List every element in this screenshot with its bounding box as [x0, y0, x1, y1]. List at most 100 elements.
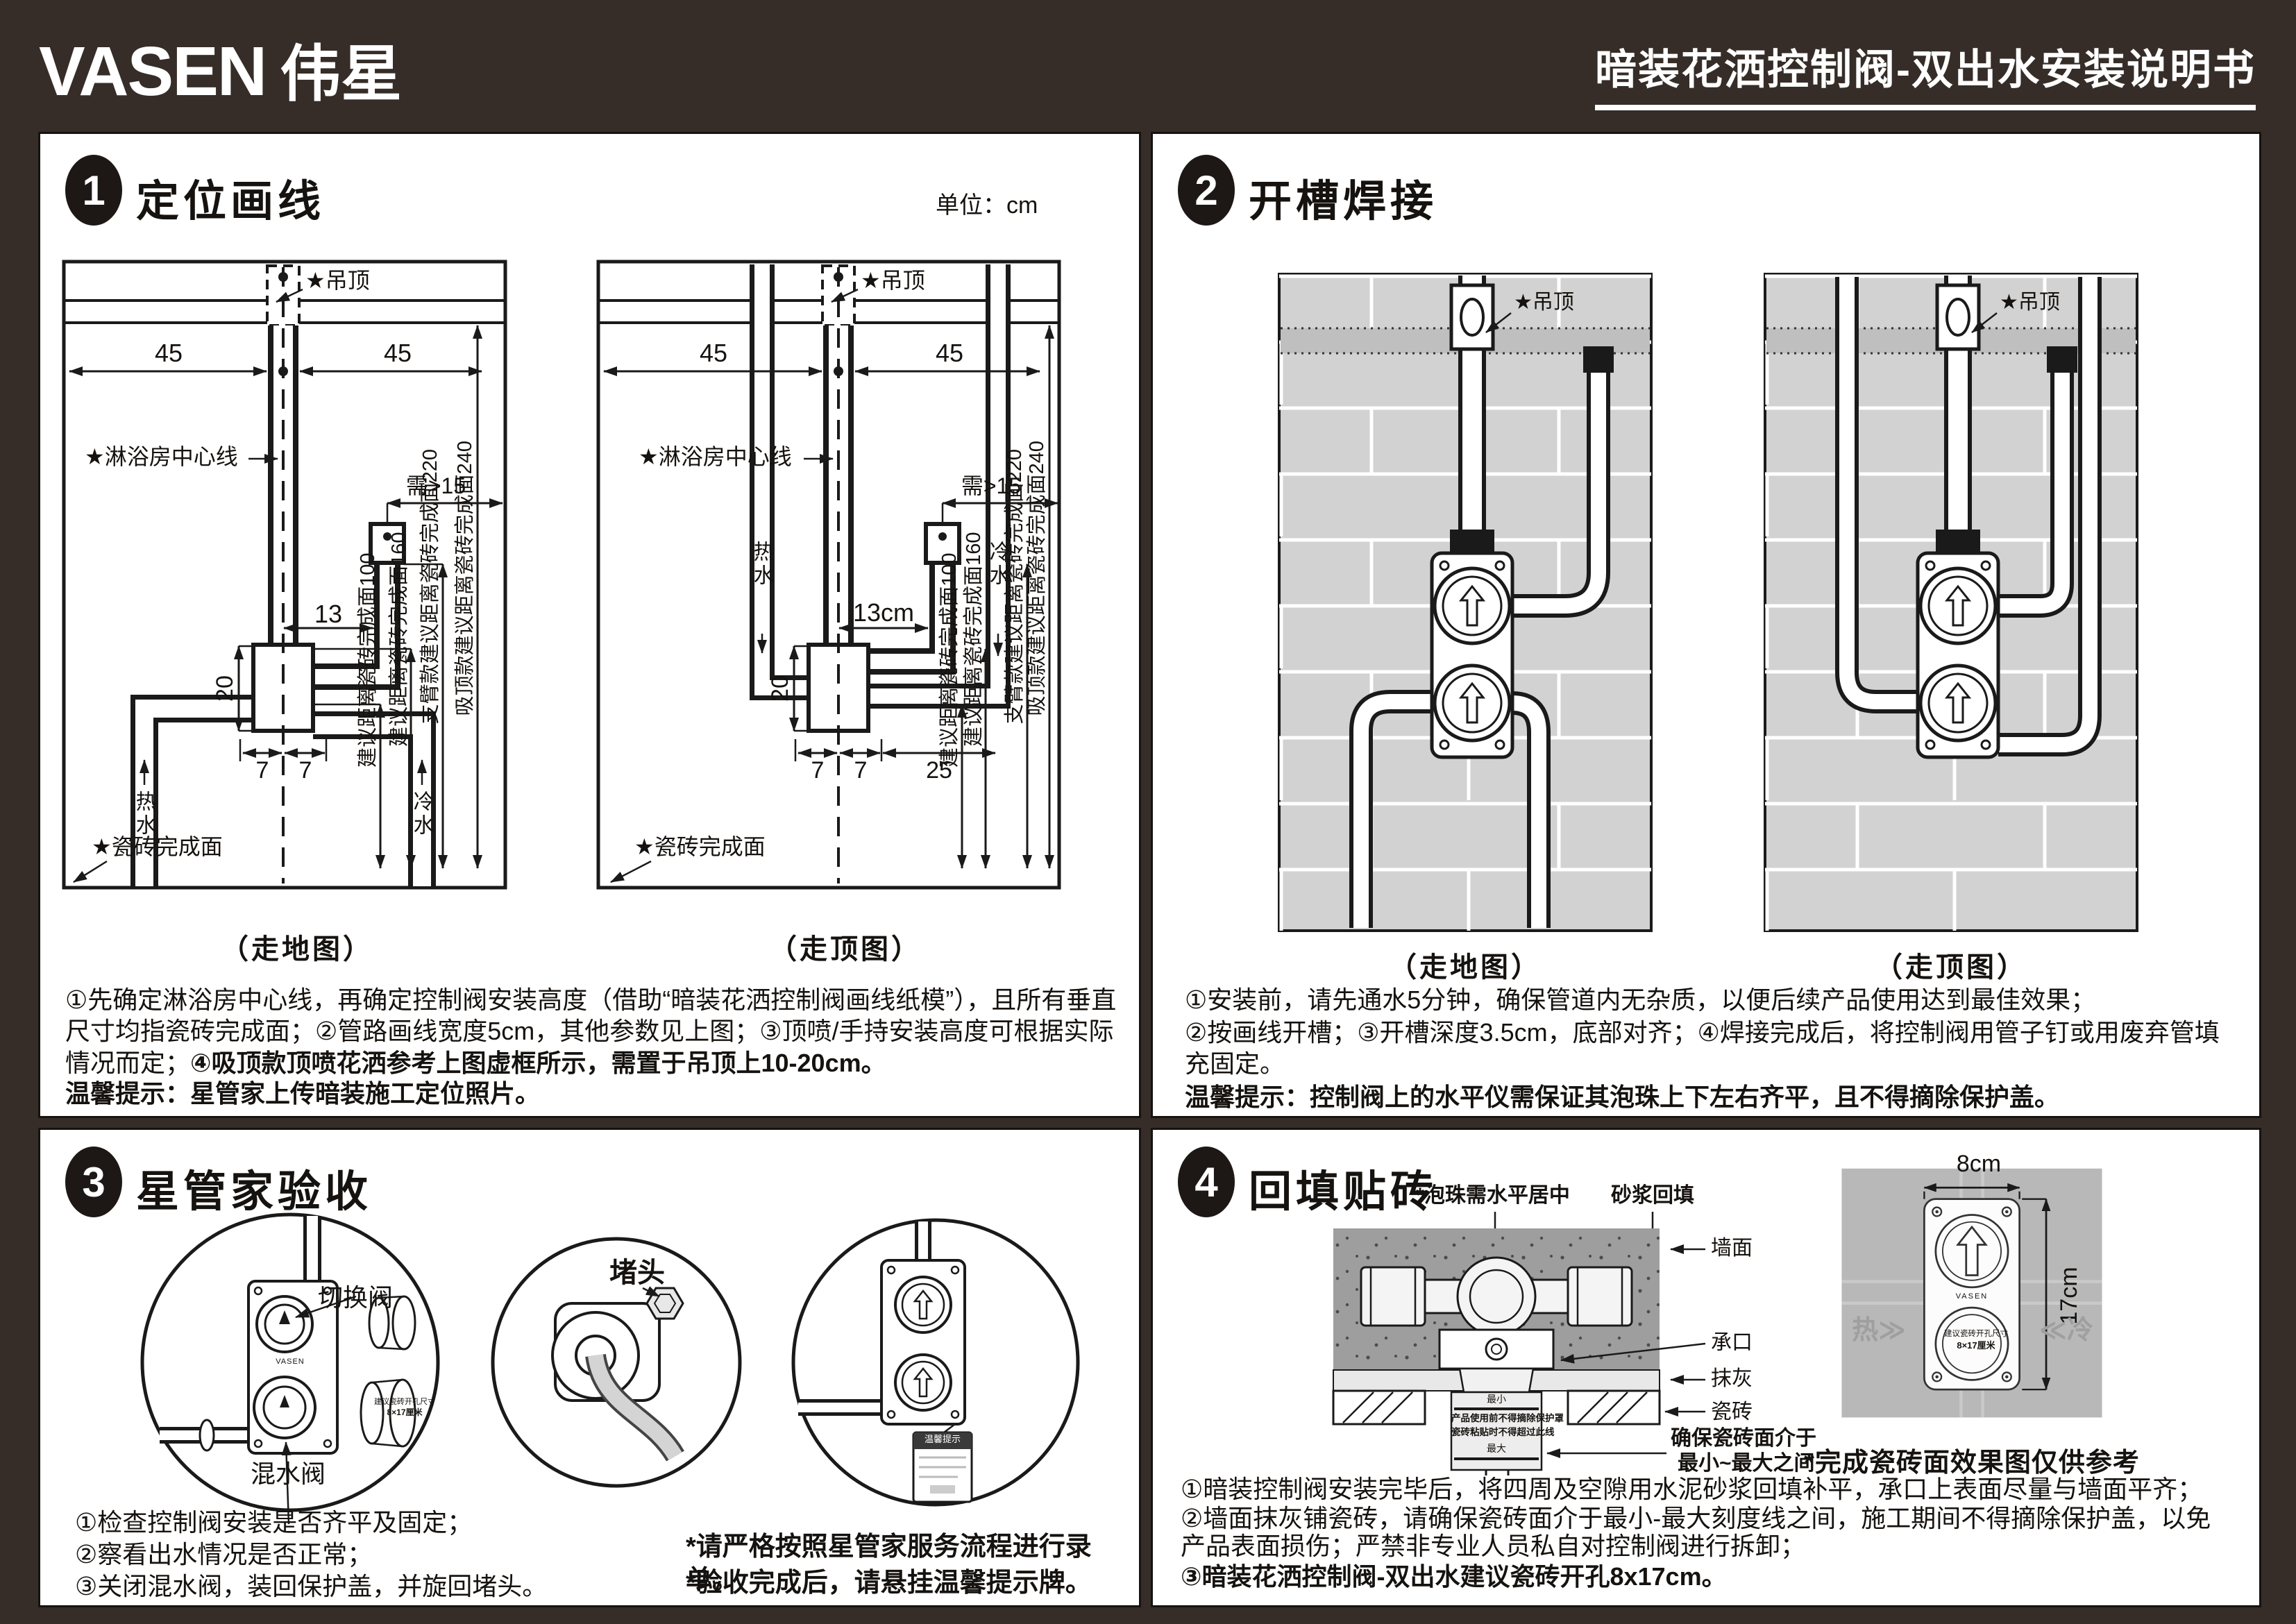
vdim-160-label: 建议距离瓷砖完成面160 — [387, 532, 410, 747]
tile-surface-label: ★瓷砖完成面 — [634, 834, 766, 859]
mortar-fill-label: 砂浆回填 — [1611, 1184, 1694, 1207]
ensure-label-line1: 确保瓷砖面介于 — [1671, 1427, 1816, 1450]
hot-watermark: 热≫ — [1852, 1316, 1906, 1345]
switch-valve-label: 切换阀 — [318, 1283, 394, 1312]
wall-floor-drawing — [1278, 273, 1653, 932]
dim-20: 20 — [211, 675, 238, 702]
figure-cross-section: *泡珠需水平居中 砂浆回填 墙面 承口 抹灰 瓷砖 确保瓷砖面介于 最小~最大之… — [1285, 1184, 1826, 1475]
vdim-160-label: 建议距离瓷砖完成面160 — [962, 532, 985, 747]
wall-label: 墙面 — [1711, 1237, 1753, 1260]
shower-centerline-label: ★淋浴房中心线 — [639, 444, 792, 469]
step2-tip: 温馨提示：控制阀上的水平仪需保证其泡珠上下左右齐平，且不得摘除保护盖。 — [1185, 1083, 2060, 1111]
vdim-100-label: 建议距离瓷砖完成面100 — [938, 552, 961, 768]
dim-8cm: 8cm — [1956, 1151, 2002, 1177]
socket-label: 承口 — [1711, 1331, 1753, 1354]
step3-instr-2: ②察看出水情况是否正常； — [75, 1540, 373, 1568]
acceptance-illustrations: 切换阀 混水阀 VASEN 建议瓷砖开孔尺寸 8×17厘米 堵头 温馨提示 — [40, 1199, 1138, 1525]
unit-note: 单位：cm — [936, 192, 1038, 219]
tile-label: 瓷砖 — [1711, 1401, 1753, 1423]
step1-title: 定位画线 — [136, 178, 326, 226]
ensure-label-line2: 最小~最大之间 — [1678, 1452, 1815, 1475]
plaster-label: 抹灰 — [1711, 1367, 1753, 1390]
mix-valve-label: 混水阀 — [250, 1460, 326, 1488]
wallD-caption: （走顶图） — [1875, 952, 2027, 983]
step3-note-2: *验收完成后，请悬挂温馨提示牌。 — [686, 1568, 1092, 1598]
panel-step4-tiling: 4 回填贴砖 — [1151, 1128, 2261, 1607]
dim-need15: 需>15 — [405, 473, 466, 498]
step3-note-1: *请严格按照星管家服务流程进行录单。 — [686, 1532, 1092, 1595]
figure-wall-ceiling-routing: ★吊顶 — [1764, 273, 2138, 932]
cover-warning-2: 瓷砖粘贴时不得超过此线 — [1451, 1427, 1555, 1437]
panel-step1-marking: 1 定位画线 单位：cm — [38, 132, 1141, 1118]
vdim-220-label: 支臂款建议距离瓷砖完成面220 — [419, 449, 441, 725]
ceiling-routing-drawing — [596, 260, 1061, 890]
step2-instr-1: ①安装前，请先通水5分钟，确保管道内无杂质，以便后续产品使用达到最佳效果； — [1185, 986, 2096, 1014]
bubble-level-label: *泡珠需水平居中 — [1416, 1184, 1570, 1207]
step2-badge: 2 — [1178, 155, 1235, 226]
figure-finished-tile: 8cm 17cm 热≫ ≪冷 VASEN 建议瓷砖开孔尺寸 8×17厘米 — [1823, 1151, 2121, 1437]
cold-water-label: 冷水 — [410, 790, 433, 838]
hot-water-label: 热水 — [132, 790, 155, 838]
dim-45-left: 45 — [154, 339, 183, 367]
panel-brand-mark: VASEN — [1955, 1292, 1989, 1301]
shower-centerline-label: ★淋浴房中心线 — [85, 444, 238, 469]
dim-13: 13 — [314, 600, 343, 628]
step1-tip: 温馨提示：星管家上传暗装施工定位照片。 — [65, 1079, 541, 1108]
step3-instr-3: ③关闭混水阀，装回保护盖，并旋回堵头。 — [75, 1572, 548, 1600]
step3-badge: 3 — [65, 1147, 122, 1217]
step2-instr-2: ②按画线开槽；③开槽深度3.5cm，底部对齐；④焊接完成后，将控制阀用管子钉或用… — [1185, 1018, 2220, 1079]
dim-25: 25 — [926, 757, 952, 784]
figA-caption: （走地图） — [221, 934, 373, 965]
panel-step3-acceptance: 3 星管家验收 — [38, 1128, 1141, 1607]
step1-instructions: ①先确定淋浴房中心线，再确定控制阀安装高度（借助“暗装花洒控制阀画线纸模”），且… — [65, 984, 1117, 1079]
finished-tile-caption: *完成瓷砖面效果图仅供参考 — [1804, 1448, 2140, 1478]
dim-7-left: 7 — [811, 757, 825, 784]
ceiling-label: ★吊顶 — [305, 268, 370, 293]
figure-ceiling-routing: ★吊顶 45 45 ★淋浴房中心线 需>15 13cm 20 7 7 25 热水… — [596, 259, 1095, 918]
step1-steps-bold: ④吸顶款顶喷花洒参考上图虚框所示，需置于吊顶上10-20cm。 — [190, 1048, 886, 1077]
step1-steps: ①先确定淋浴房中心线，再确定控制阀安装高度（借助“暗装花洒控制阀画线纸模”），且… — [65, 986, 1117, 1077]
knob-note: 建议瓷砖开孔尺寸 8×17厘米 — [366, 1398, 443, 1418]
finished-tile-drawing — [1841, 1168, 2102, 1418]
plug-label: 堵头 — [609, 1258, 665, 1288]
step3-title: 星管家验收 — [136, 1168, 373, 1216]
knob-note-line2: 8×17厘米 — [387, 1407, 423, 1417]
cover-min-label: 最小 — [1487, 1394, 1506, 1405]
floor-routing-drawing — [62, 260, 507, 890]
vdim-100-label: 建议距离瓷砖完成面100 — [356, 552, 379, 768]
step3-instr-1: ①检查控制阀安装是否齐平及固定； — [75, 1508, 473, 1537]
ceiling-label: ★吊顶 — [1514, 291, 1574, 314]
acceptance-drawing — [140, 1212, 1080, 1525]
dim-20: 20 — [766, 675, 793, 702]
vdim-240-label: 吸顶款建议距离瓷砖完成面240 — [453, 441, 476, 716]
vdim-240-label: 吸顶款建议距离瓷砖完成面240 — [1025, 441, 1048, 716]
step4-instr-3: ③暗装花洒控制阀-双出水建议瓷砖开孔8x17cm。 — [1181, 1562, 1727, 1591]
cold-water-label: 冷水 — [986, 541, 1009, 588]
dim-45-right: 45 — [383, 339, 412, 367]
figB-caption: （走顶图） — [769, 934, 922, 965]
cover-warning-1: 产品使用前不得摘除保护罩 — [1451, 1413, 1564, 1423]
figure-wall-floor-routing: ★吊顶 — [1278, 273, 1653, 932]
step4-badge: 4 — [1178, 1147, 1235, 1217]
wallC-caption: （走地图） — [1389, 952, 1542, 983]
valve-brand-mark: VASEN — [276, 1357, 305, 1366]
ceiling-label: ★吊顶 — [2000, 291, 2060, 314]
dim-need15: 需>15 — [961, 473, 1022, 498]
wall-ceiling-drawing — [1764, 273, 2138, 932]
document-title: 暗装花洒控制阀-双出水安装说明书 — [1595, 36, 2256, 110]
tag-title: 温馨提示 — [924, 1434, 961, 1444]
dim-13cm: 13cm — [852, 598, 915, 627]
brand-logo-en: VASEN — [39, 33, 267, 110]
hot-water-label: 热水 — [750, 541, 773, 588]
cover-max-label: 最大 — [1487, 1443, 1506, 1454]
dim-45-right: 45 — [935, 339, 964, 367]
step2-title: 开槽焊接 — [1249, 178, 1438, 226]
dim-7-left: 7 — [255, 757, 269, 784]
knob-note-line1: 建议瓷砖开孔尺寸 — [374, 1398, 435, 1406]
dim-7-right: 7 — [298, 757, 312, 784]
dim-45-left: 45 — [699, 339, 728, 367]
step4-instr-1: ①暗装控制阀安装完毕后，将四周及空隙用水泥砂浆回填补平，承口上表面尽量与墙面平齐… — [1181, 1475, 2203, 1503]
panel-step2-welding: 2 开槽焊接 — [1151, 132, 2261, 1118]
